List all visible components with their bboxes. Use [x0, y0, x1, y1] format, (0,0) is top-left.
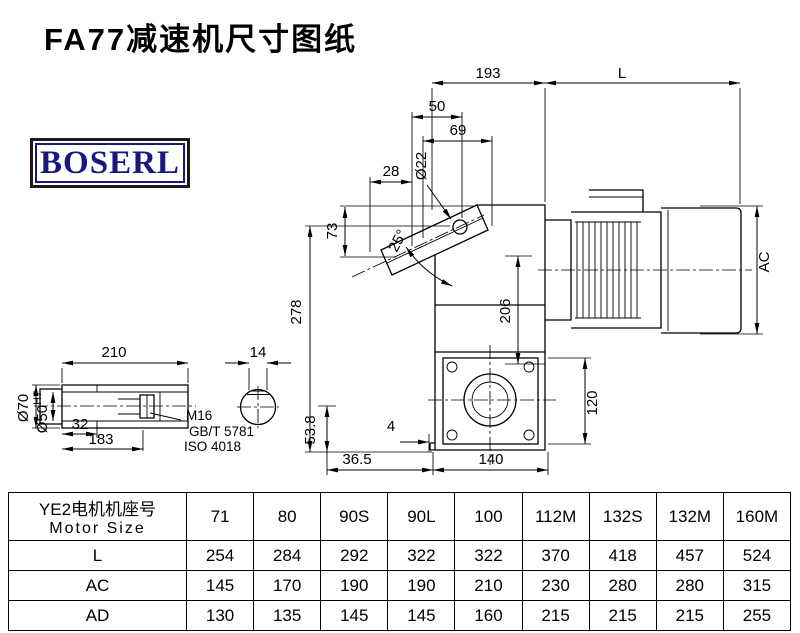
dim-L-label: L	[618, 65, 626, 82]
size-table: YE2电机机座号 Motor Size 71 80 90S 90L 100 11…	[8, 492, 792, 631]
value-cell: 135	[253, 600, 322, 631]
value-cell: 255	[722, 600, 792, 631]
table-header-row: YE2电机机座号 Motor Size 71 80 90S 90L 100 11…	[8, 492, 792, 541]
col-header: 132S	[588, 492, 657, 541]
value-cell: 322	[454, 540, 523, 571]
value-cell: 292	[320, 540, 389, 571]
dim-4-label: 4	[387, 418, 395, 435]
keyway	[247, 390, 269, 395]
input-boss	[380, 204, 489, 276]
row-label: AC	[8, 570, 187, 601]
dim-69-label: 69	[450, 122, 467, 139]
col-header: 80	[253, 492, 322, 541]
table-row-AC: AC 145 170 190 190 210 230 280 280 315	[8, 570, 792, 601]
value-cell: 215	[521, 600, 590, 631]
input-hole	[452, 219, 468, 235]
boserl-logo: BOSERL	[30, 138, 190, 188]
dia22-leader	[426, 184, 452, 220]
hollow-shaft-bore	[471, 381, 509, 419]
bolt-hole	[523, 361, 535, 373]
bolt-hole	[446, 429, 458, 441]
dim-25-arc	[405, 246, 453, 287]
iso-standard-label: ISO 4018	[184, 439, 241, 454]
dim-32-label: 32	[72, 416, 89, 433]
dimension-labels: 193 L 50 69 28 Ø22 73 25° 278 206 AC 120…	[15, 65, 773, 468]
value-cell: 130	[185, 600, 255, 631]
centerlines	[34, 214, 752, 465]
value-cell: 418	[588, 540, 657, 571]
shaft-detail	[39, 384, 189, 429]
dim-183-label: 183	[88, 431, 113, 448]
h7-part: H7	[32, 391, 44, 405]
dim-206-label: 206	[497, 298, 514, 323]
gearbox-housing	[380, 204, 546, 451]
bolt-hole	[446, 361, 458, 373]
value-cell: 284	[253, 540, 322, 571]
motor-size-header: YE2电机机座号 Motor Size	[8, 492, 187, 541]
value-cell: 215	[588, 600, 657, 631]
motor	[545, 189, 742, 334]
table-row-AD: AD 130 135 145 145 160 215 215 215 255	[8, 600, 792, 631]
value-cell: 215	[655, 600, 724, 631]
value-cell: 145	[320, 600, 389, 631]
value-cell: 145	[387, 600, 456, 631]
motor-size-header-en: Motor Size	[49, 520, 146, 537]
dim-28-label: 28	[383, 163, 400, 180]
dim-210-label: 210	[101, 344, 126, 361]
value-cell: 210	[454, 570, 523, 601]
table-row-L: L 254 284 292 322 322 370 418 457 524	[8, 540, 792, 571]
row-label: AD	[8, 600, 187, 631]
dim-193-label: 193	[475, 65, 500, 82]
shaft-end-view	[239, 388, 277, 426]
value-cell: 322	[387, 540, 456, 571]
dimension-lines	[33, 80, 760, 473]
dim-50-label: 50	[429, 98, 446, 115]
dia50h7-label: Ø50H7	[32, 391, 51, 433]
dim-36-5-label: 36.5	[342, 451, 371, 468]
gb-standard-label: GB/T 5781	[189, 424, 254, 439]
bolt-hole	[523, 429, 535, 441]
value-cell: 170	[253, 570, 322, 601]
col-header: 71	[185, 492, 255, 541]
col-header: 100	[454, 492, 523, 541]
value-cell: 230	[521, 570, 590, 601]
value-cell: 524	[722, 540, 792, 571]
page-title: FA77减速机尺寸图纸	[44, 22, 358, 57]
value-cell: 145	[185, 570, 255, 601]
col-header: 160M	[722, 492, 792, 541]
dim-14-label: 14	[250, 344, 267, 361]
hollow-shaft-outer	[463, 373, 517, 427]
value-cell: 160	[454, 600, 523, 631]
dim-53-8-label: 53.8	[302, 415, 319, 444]
boserl-logo-text: BOSERL	[40, 144, 180, 181]
dim-73-label: 73	[324, 223, 341, 240]
value-cell: 280	[655, 570, 724, 601]
output-flange	[442, 357, 539, 445]
value-cell: 280	[588, 570, 657, 601]
motor-fins	[576, 222, 638, 318]
dim-25-label: 25°	[385, 227, 411, 255]
col-header: 90S	[320, 492, 389, 541]
dim-140-label: 140	[478, 451, 503, 468]
dia50-part: Ø50	[34, 405, 51, 433]
dia70-label: Ø70	[15, 394, 32, 422]
row-label: L	[8, 540, 187, 571]
dia22-label: Ø22	[413, 152, 430, 180]
value-cell: 315	[722, 570, 792, 601]
boserl-logo-inner-border: BOSERL	[35, 143, 185, 183]
value-cell: 254	[185, 540, 255, 571]
motor-size-header-cn: YE2电机机座号	[38, 500, 157, 519]
col-header: 112M	[521, 492, 590, 541]
m16-label: M16	[186, 408, 212, 423]
value-cell: 190	[387, 570, 456, 601]
value-cell: 370	[521, 540, 590, 571]
value-cell: 457	[655, 540, 724, 571]
dim-120-label: 120	[584, 390, 601, 415]
col-header: 132M	[655, 492, 724, 541]
value-cell: 190	[320, 570, 389, 601]
dim-AC-label: AC	[756, 251, 773, 272]
col-header: 90L	[387, 492, 456, 541]
dim-278-label: 278	[288, 299, 305, 324]
